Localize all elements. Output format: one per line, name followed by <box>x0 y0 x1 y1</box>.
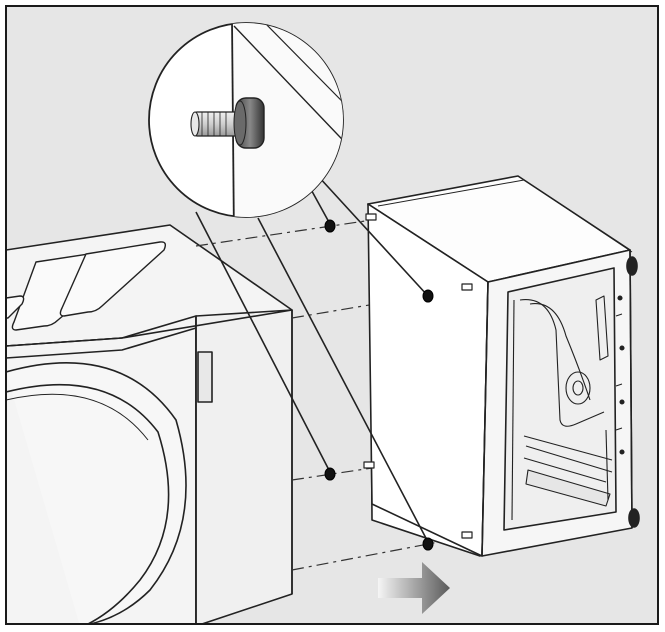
appliance-door <box>6 362 187 624</box>
fastener-dot <box>422 289 434 303</box>
threaded-stud-icon <box>190 111 239 137</box>
detail-callout <box>148 22 429 543</box>
fastener-dot <box>422 537 434 551</box>
appliance-body <box>6 224 293 624</box>
cabinet-interior <box>511 295 625 521</box>
fastener-dot <box>324 219 336 233</box>
alignment-pegs <box>363 213 473 539</box>
door-handle <box>197 351 213 403</box>
mounting-cabinet <box>363 175 640 557</box>
push-direction-arrow-icon <box>378 562 450 614</box>
rubber-washer-icon <box>233 97 265 149</box>
diagram-frame <box>5 5 659 625</box>
fastener-dot <box>324 467 336 481</box>
top-panel-slots <box>6 241 167 331</box>
fastener-points <box>324 219 434 551</box>
